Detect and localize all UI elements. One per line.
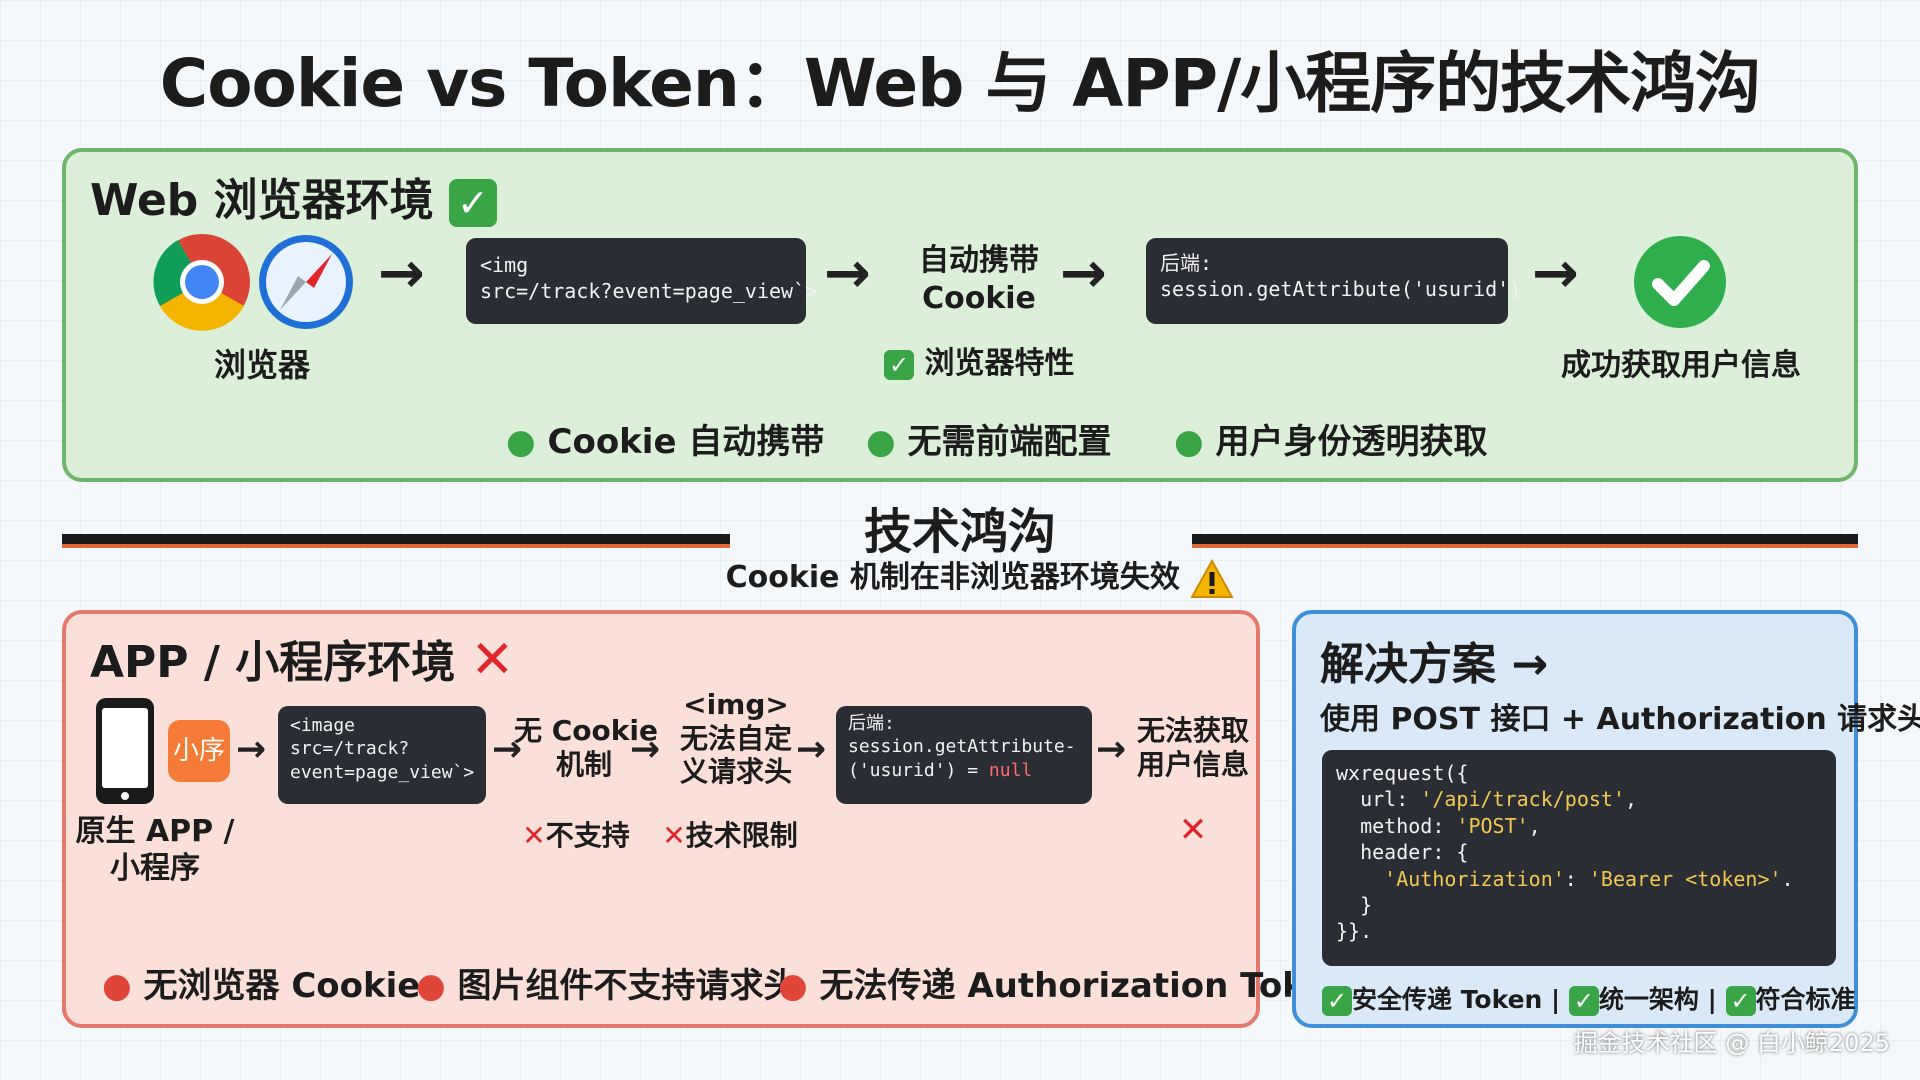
browser-label: 浏览器 xyxy=(213,346,310,384)
backend-session-call: session.getAttribute- xyxy=(848,736,1076,758)
phone-icon xyxy=(96,698,154,804)
arrow-icon: → xyxy=(1096,729,1127,770)
gap-subtitle-text: Cookie 机制在非浏览器环境失效 xyxy=(725,560,1180,595)
app-environment-panel: APP / 小程序环境 ✕ 小序 原生 APP / 小程序 → <image s… xyxy=(62,610,1351,1028)
backend-session-arg: ('usurid') = xyxy=(848,759,989,781)
no-cookie-label: 无 Cookie 机制 xyxy=(514,714,658,781)
web-bullet-text: 用户身份透明获取 xyxy=(1215,422,1488,462)
solution-code-block: wxrequest({ url: '/api/track/post', meth… xyxy=(1322,750,1836,966)
img-tag-code: <img src=/track?event=page_view`> xyxy=(466,238,817,324)
separator: | xyxy=(1707,985,1717,1014)
web-panel-title: Web 浏览器环境 ✓ xyxy=(90,164,497,228)
native-app-label: 原生 APP / 小程序 xyxy=(75,814,235,886)
warning-icon xyxy=(1190,558,1235,598)
code-line: }}. xyxy=(1336,919,1373,944)
app-bullet-text: 无法传递 Authorization Token xyxy=(819,966,1352,1006)
check-icon: ✓ xyxy=(1725,986,1756,1016)
arrow-icon: → xyxy=(378,241,425,306)
code-line: } xyxy=(1336,892,1373,917)
backend-label: 后端: xyxy=(848,713,895,734)
arrow-icon: → xyxy=(236,729,267,770)
chrome-icon xyxy=(153,234,250,331)
solution-title: 解决方案 → xyxy=(1320,639,1549,690)
benefit-text: 符合标准 xyxy=(1755,985,1856,1014)
web-environment-panel: Web 浏览器环境 ✓ 浏览器 → <img src=/track?event=… xyxy=(62,148,1858,482)
app-bullet: ● 无浏览器 Cookie xyxy=(102,958,420,1007)
arrow-icon: → xyxy=(492,729,523,770)
tech-limit-text: 技术限制 xyxy=(685,819,798,852)
app-panel-title-text: APP / 小程序环境 xyxy=(90,637,456,688)
backend-session-code: 后端: session.getAttribute('usurid') xyxy=(1146,238,1521,324)
page-title: Cookie vs Token：Web 与 APP/小程序的技术鸿沟 xyxy=(159,45,1761,122)
cross-icon: ✕ xyxy=(662,819,686,852)
bullet-dot-icon: ● xyxy=(778,966,820,1006)
cross-icon: ✕ xyxy=(522,819,546,852)
app-bullet: ● 图片组件不支持请求头 xyxy=(416,958,798,1007)
code-string: 'POST' xyxy=(1456,813,1529,838)
solution-benefits: ✓安全传递 Token | ✓统一架构 | ✓符合标准 xyxy=(1322,980,1856,1016)
code-line: method: xyxy=(1336,813,1457,838)
arrow-icon: → xyxy=(1060,241,1107,306)
web-bullet: ● Cookie 自动携带 xyxy=(506,414,824,463)
image-tag-code: <image src=/track? event=page_view`> xyxy=(278,706,486,804)
browser-feature-label: ✓ 浏览器特性 xyxy=(884,338,1104,382)
code-string: 'Bearer <token>' xyxy=(1588,866,1782,891)
benefit-text: 统一架构 xyxy=(1598,985,1699,1014)
gap-divider-left xyxy=(62,534,730,548)
code-string: 'Authorization' xyxy=(1384,866,1565,891)
success-check-icon xyxy=(1634,236,1726,328)
browser-feature-text: 浏览器特性 xyxy=(924,346,1075,381)
miniapp-badge-icon: 小序 xyxy=(168,720,230,782)
gap-subtitle: Cookie 机制在非浏览器环境失效 xyxy=(700,552,1260,599)
separator: | xyxy=(1551,985,1561,1014)
bullet-dot-icon: ● xyxy=(506,422,548,462)
arrow-icon: → xyxy=(824,241,871,306)
app-bullet-text: 图片组件不支持请求头 xyxy=(457,966,798,1006)
not-supported-text: 不支持 xyxy=(545,819,630,852)
arrow-icon: → xyxy=(630,729,661,770)
watermark: 掘金技术社区 @ 白小鲸2025 xyxy=(1573,1029,1890,1057)
bullet-dot-icon: ● xyxy=(102,966,144,1006)
bullet-dot-icon: ● xyxy=(416,966,458,1006)
bullet-dot-icon: ● xyxy=(1174,422,1216,462)
code-line: header: { xyxy=(1336,840,1469,865)
check-icon: ✓ xyxy=(884,349,914,380)
bullet-dot-icon: ● xyxy=(866,422,908,462)
check-icon: ✓ xyxy=(448,179,497,227)
gap-title: 技术鸿沟 xyxy=(863,504,1056,560)
cross-icon: ✕ xyxy=(470,630,515,690)
app-bullet-text: 无浏览器 Cookie xyxy=(143,966,421,1006)
arrow-icon: → xyxy=(1532,241,1579,306)
backend-session-call: session.getAttribute('usurid') xyxy=(1160,277,1522,301)
check-icon: ✓ xyxy=(1568,986,1599,1016)
web-bullet: ● 无需前端配置 xyxy=(866,414,1112,463)
code-string: '/api/track/post' xyxy=(1420,787,1625,812)
null-value: null xyxy=(988,759,1033,781)
gap-divider-right xyxy=(1192,534,1858,548)
web-bullet: ● 用户身份透明获取 xyxy=(1174,414,1488,463)
solution-panel: 解决方案 → 使用 POST 接口 + Authorization 请求头 wx… xyxy=(1292,610,1920,1028)
code-line: url: xyxy=(1336,787,1421,812)
backend-label: 后端: xyxy=(1160,251,1213,275)
safari-icon xyxy=(259,235,353,329)
auto-carry-cookie-label: 自动携带 Cookie xyxy=(919,243,1039,316)
web-bullet-text: 无需前端配置 xyxy=(907,422,1112,462)
not-supported-label: ✕不支持 xyxy=(506,814,646,854)
success-label: 成功获取用户信息 xyxy=(1561,348,1801,383)
code-line: wxrequest({ xyxy=(1336,761,1469,785)
app-bullet: ● 无法传递 Authorization Token xyxy=(778,958,1351,1007)
check-icon: ✓ xyxy=(1322,986,1352,1016)
cross-icon: ✕ xyxy=(1178,810,1208,850)
arrow-icon: → xyxy=(796,729,827,770)
benefit-text: 安全传递 Token xyxy=(1352,985,1543,1014)
app-panel-title: APP / 小程序环境 ✕ xyxy=(90,626,514,690)
tech-limit-label: ✕技术限制 xyxy=(650,814,810,854)
no-custom-header-label: <img> 无法自定 义请求头 xyxy=(679,688,792,789)
web-bullet-text: Cookie 自动携带 xyxy=(547,422,825,462)
backend-null-code: 后端: session.getAttribute- ('usurid') = n… xyxy=(836,706,1092,804)
fail-label: 无法获取 用户信息 xyxy=(1136,714,1249,781)
web-panel-title-text: Web 浏览器环境 xyxy=(90,175,434,226)
solution-subtitle: 使用 POST 接口 + Authorization 请求头 xyxy=(1320,702,1920,737)
